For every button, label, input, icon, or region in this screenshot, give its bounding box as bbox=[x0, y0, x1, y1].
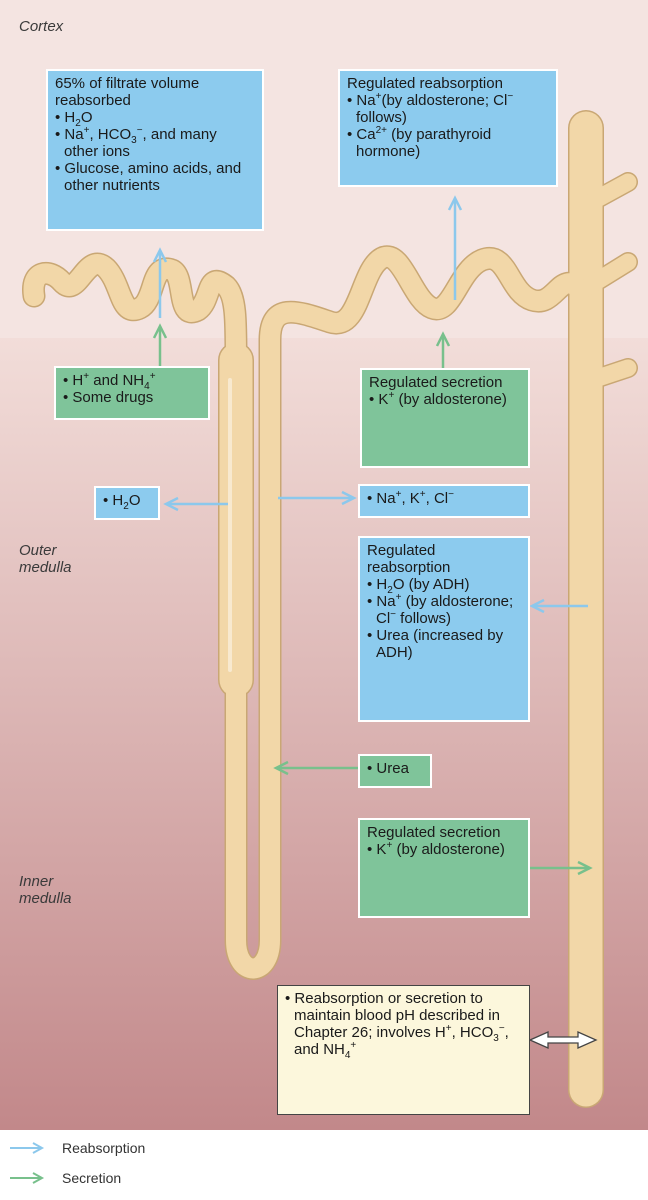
box-regulated-secretion-distal: Regulated secretionK+ (by aldosterone) bbox=[360, 368, 530, 468]
secretion-arrow-duct bbox=[530, 860, 593, 876]
reabsorption-arrow-duct bbox=[529, 598, 588, 614]
nephron-tubule bbox=[22, 110, 638, 1108]
arrows bbox=[10, 195, 598, 1184]
legend-reabsorption-label: Reabsorption bbox=[62, 1140, 146, 1156]
box-regulated-secretion-duct: Regulated secretionK+ (by aldosterone) bbox=[358, 818, 530, 918]
box-urea: Urea bbox=[358, 754, 432, 788]
box-item: H2O bbox=[103, 492, 151, 512]
reabsorption-arrow-distal bbox=[447, 195, 463, 300]
box-regulated-reabsorption-duct: Regulated reabsorptionH2O (by ADH)Na+ (b… bbox=[358, 536, 530, 722]
box-item: H2O bbox=[55, 109, 255, 129]
box-item: Na+, K+, Cl− bbox=[367, 490, 521, 508]
box-proximal-secretion: H+ and NH4+Some drugs bbox=[54, 366, 210, 420]
reabsorption-arrow-proximal bbox=[152, 247, 168, 318]
secretion-arrow-urea bbox=[273, 760, 358, 776]
box-title: Regulated reabsorption bbox=[367, 542, 451, 576]
box-item: H2O (by ADH) bbox=[367, 576, 521, 596]
box-regulated-reabsorption-distal: Regulated reabsorptionNa+(by aldosterone… bbox=[338, 69, 558, 187]
box-item: Urea (increased by ADH) bbox=[367, 627, 521, 661]
box-proximal-reabsorption: 65% of filtrate volume reabsorbedH2ONa+,… bbox=[46, 69, 264, 231]
box-loop-ions: Na+, K+, Cl− bbox=[358, 484, 530, 518]
box-loop-water: H2O bbox=[94, 486, 160, 520]
box-item: Na+(by aldosterone; Cl− follows) bbox=[347, 92, 549, 127]
box-item: Urea bbox=[367, 760, 423, 777]
box-item: H+ and NH4+ bbox=[63, 372, 201, 392]
box-item: Ca2+ (by parathyroid hormone) bbox=[347, 126, 549, 161]
secretion-arrow-distal bbox=[435, 331, 451, 368]
box-title: Regulated secretion bbox=[369, 374, 503, 391]
box-item: Some drugs bbox=[63, 389, 201, 406]
box-title: Regulated reabsorption bbox=[347, 75, 503, 92]
box-blood-ph-note: Reabsorption or secretion to maintain bl… bbox=[277, 985, 530, 1115]
box-title: Regulated secretion bbox=[367, 824, 501, 841]
reabsorption-arrow-water-loop bbox=[163, 496, 228, 512]
legend-reabsorption-arrow bbox=[10, 1142, 45, 1154]
box-item: Glucose, amino acids, and other nutrient… bbox=[55, 160, 255, 194]
box-item: K+ (by aldosterone) bbox=[369, 391, 521, 409]
legend-secretion-label: Secretion bbox=[62, 1170, 122, 1186]
secretion-arrow-proximal bbox=[152, 323, 168, 372]
box-item: Na+ (by aldosterone; Cl− follows) bbox=[367, 593, 521, 628]
box-title: 65% of filtrate volume reabsorbed bbox=[55, 75, 200, 109]
legend-secretion-arrow bbox=[10, 1172, 45, 1184]
cortex-label: Cortex bbox=[19, 18, 64, 35]
box-item: K+ (by aldosterone) bbox=[367, 841, 521, 859]
reabsorption-arrow-ions-loop bbox=[278, 490, 357, 506]
box-item: Na+, HCO3−, and many other ions bbox=[55, 126, 255, 161]
bidirectional-arrow-ph bbox=[528, 1030, 598, 1050]
box-item: Reabsorption or secretion to maintain bl… bbox=[285, 990, 522, 1061]
